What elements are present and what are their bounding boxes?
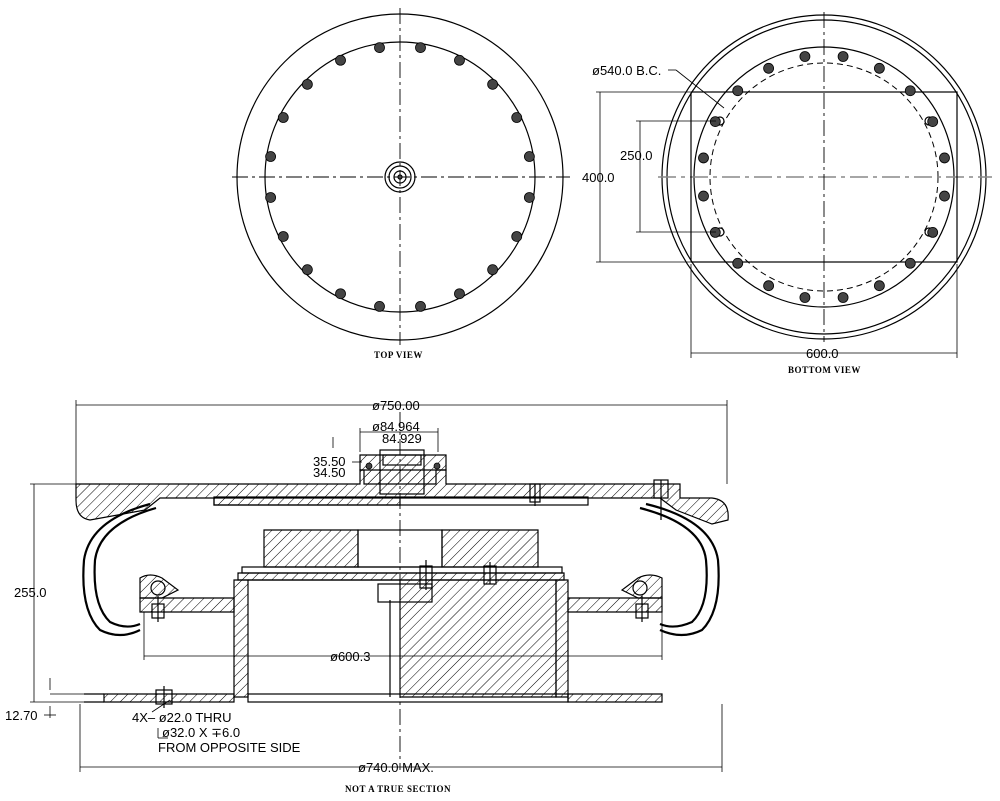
bolt-hole [799, 292, 811, 303]
bolt-hole [939, 190, 950, 202]
top-view-caption: TOP VIEW [374, 350, 423, 360]
dim-35-50: 35.50 [313, 454, 346, 469]
bolt-hole [763, 280, 775, 292]
bolt-hole [837, 51, 849, 62]
bolt-hole [277, 112, 289, 123]
top-view-bolts [265, 42, 535, 312]
dim-600: 600.0 [806, 346, 839, 361]
bolt-hole [487, 264, 499, 276]
dim-750: ø750.00 [372, 398, 420, 413]
bolt-hole [927, 226, 939, 238]
dim-84-929: 84.929 [382, 431, 422, 446]
bolt-hole [374, 300, 385, 312]
center-fitting [384, 161, 416, 193]
bolt-hole [454, 288, 465, 300]
bolt-hole [301, 264, 313, 276]
bolt-hole [523, 151, 535, 162]
dim-84-964: ø84.964 [372, 419, 420, 434]
bolt-hole [904, 257, 916, 269]
bolt-hole [335, 54, 346, 66]
bolt-hole [698, 152, 709, 164]
bottom-view-caption: BOTTOM VIEW [788, 365, 861, 375]
bolt-hole [927, 116, 939, 128]
bolt-hole [939, 152, 950, 164]
bolt-hole [415, 300, 426, 312]
bolt-hole [837, 292, 849, 303]
bolt-hole [523, 192, 535, 203]
dim-12-70: 12.70 [5, 708, 38, 723]
bottom-view: ø540.0 B.C. 250.0 400.0 600.0 BOTTOM VIE… [582, 12, 992, 375]
bolt-hole [799, 51, 811, 62]
section-view: ø750.00 ø84.964 84.929 35.50 34.50 [5, 398, 729, 794]
bolt-hole [763, 62, 775, 74]
bolt-hole [732, 257, 744, 269]
bolt-hole [698, 190, 709, 202]
hole-note-line-2: ø32.0 X ∓6.0 [162, 725, 240, 740]
bolt-hole [454, 54, 465, 66]
bolt-hole [335, 288, 346, 300]
dim-600-3: ø600.3 [330, 649, 370, 664]
bolt-hole [301, 78, 313, 90]
bolt-hole [904, 85, 916, 97]
bolt-hole [374, 42, 385, 54]
bolt-hole [487, 78, 499, 90]
bottom-view-bolts [698, 51, 950, 303]
bolt-hole [873, 280, 885, 292]
bolt-hole [511, 231, 523, 242]
section-caption: NOT A TRUE SECTION [345, 784, 451, 794]
bolt-hole [265, 151, 277, 162]
bolt-hole [732, 85, 744, 97]
dim-740: ø740.0 MAX. [358, 760, 434, 775]
dim-255: 255.0 [14, 585, 47, 600]
bolt-hole [709, 116, 721, 128]
bolt-hole [277, 231, 289, 242]
bolt-hole [511, 112, 523, 123]
dim-250: 250.0 [620, 148, 653, 163]
bolt-hole [265, 192, 277, 203]
top-view: TOP VIEW [232, 8, 570, 360]
bolt-hole [415, 42, 426, 54]
bolt-circle-dim: ø540.0 B.C. [592, 63, 661, 78]
dim-34-50: 34.50 [313, 465, 346, 480]
hole-note-line-3: FROM OPPOSITE SIDE [158, 740, 301, 755]
hole-note-line-1: 4X– ø22.0 THRU [132, 710, 231, 725]
dim-400: 400.0 [582, 170, 615, 185]
bolt-hole [873, 62, 885, 74]
